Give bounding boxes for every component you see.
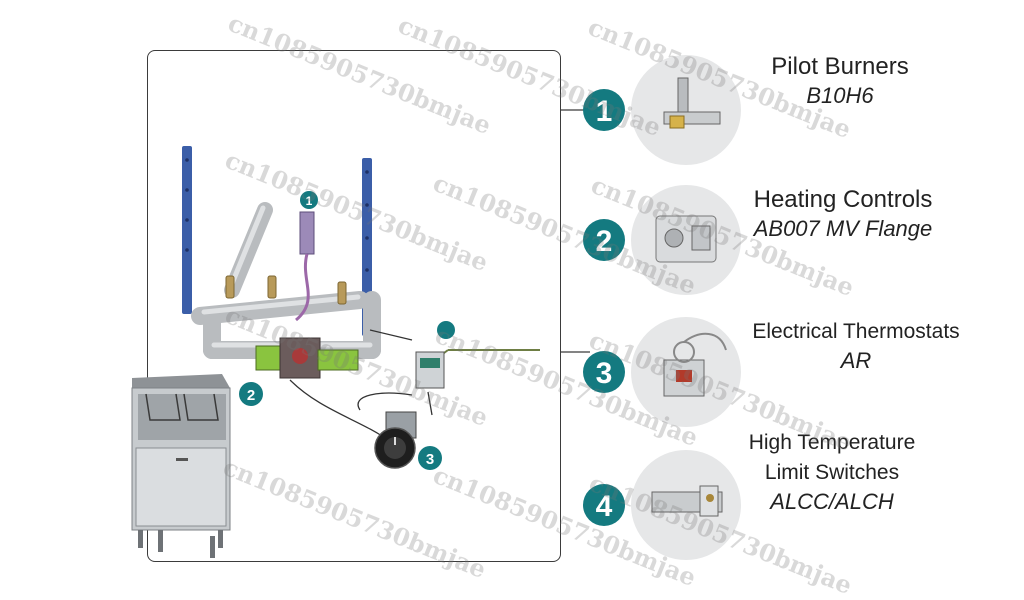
fryer-assembly-frame bbox=[147, 50, 561, 562]
pilot-burner-photo bbox=[663, 77, 721, 129]
limit-switch-photo bbox=[651, 485, 723, 517]
fryer-unit bbox=[131, 374, 231, 558]
item-label-1: Pilot Burners B10H6 bbox=[740, 52, 940, 110]
burner-tube-upper bbox=[191, 291, 369, 325]
item-label-3: Electrical Thermostats AR bbox=[734, 317, 978, 375]
number-badges bbox=[583, 89, 625, 526]
item-model-4: ALCC/ALCH bbox=[770, 489, 894, 514]
item-number-1: 1 bbox=[596, 95, 613, 128]
item-number-2: 2 bbox=[596, 225, 613, 258]
left-rail bbox=[182, 146, 192, 314]
item-title-2: Heating Controls bbox=[753, 186, 933, 213]
heating-control-photo bbox=[655, 215, 717, 263]
item-title-4b: Limit Switches bbox=[764, 461, 900, 484]
diagram-marker-2: 2 bbox=[247, 387, 255, 404]
item-model-3: AR bbox=[840, 348, 872, 373]
item-number-3: 3 bbox=[596, 357, 613, 390]
item-title-1: Pilot Burners bbox=[771, 53, 909, 80]
thermostat-photo bbox=[663, 332, 727, 397]
decorative-lines bbox=[742, 123, 942, 527]
item-title-4a: High Temperature bbox=[748, 431, 916, 454]
item-title-3: Electrical Thermostats bbox=[752, 320, 960, 343]
product-photo-circles bbox=[631, 55, 741, 560]
item-model-1: B10H6 bbox=[806, 83, 874, 108]
pilot-burner-part bbox=[299, 211, 315, 255]
diagram-marker-1: 1 bbox=[306, 194, 313, 208]
item-number-4: 4 bbox=[596, 490, 613, 523]
item-label-2: Heating Controls AB007 MV Flange bbox=[734, 185, 952, 243]
item-label-4: High Temperature Limit Switches ALCC/ALC… bbox=[742, 428, 922, 516]
diagram-marker-3: 3 bbox=[426, 451, 434, 468]
limit-switch-part bbox=[415, 351, 445, 389]
item-model-2: AB007 MV Flange bbox=[753, 216, 933, 241]
